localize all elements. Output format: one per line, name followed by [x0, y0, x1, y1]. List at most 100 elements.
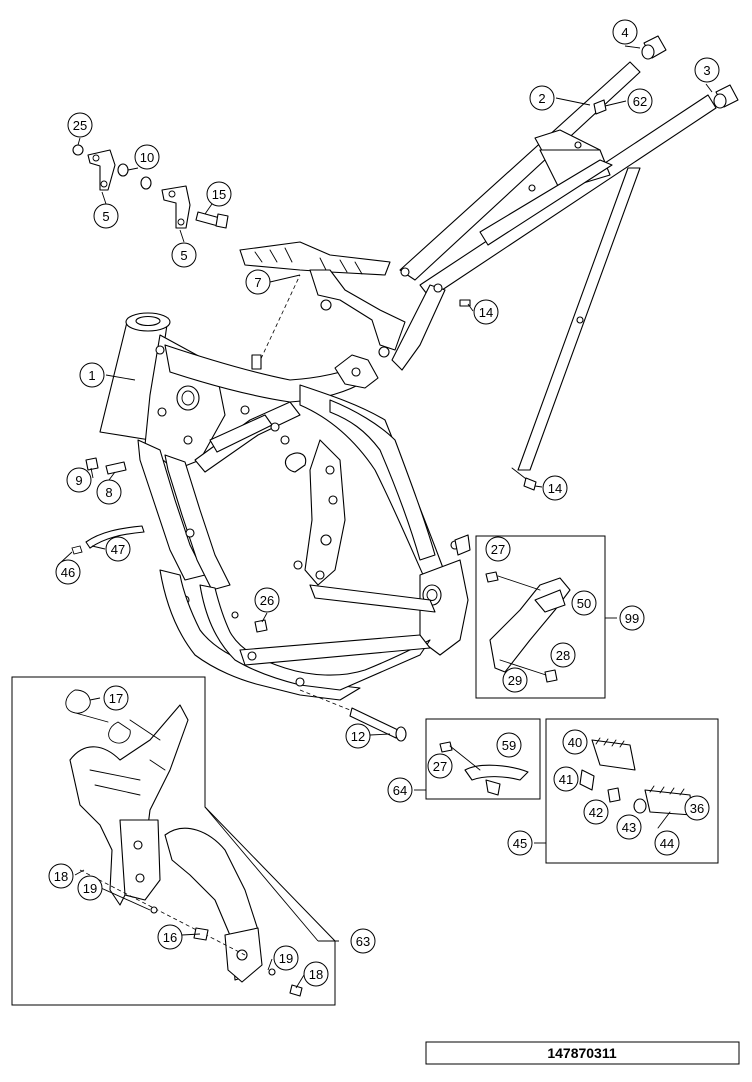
callout-label: 8	[105, 485, 112, 500]
callout-circle	[507, 830, 533, 856]
callout-99: 99	[619, 605, 645, 631]
callout-circle	[273, 945, 299, 971]
callout-circle	[654, 830, 680, 856]
callout-label: 50	[577, 596, 591, 611]
callout-circle	[502, 667, 528, 693]
callout-circle	[550, 642, 576, 668]
callout-circle	[254, 587, 280, 613]
callout-layer: 1234557891012141415161718181919252627272…	[48, 19, 720, 987]
callout-label: 5	[102, 209, 109, 224]
subframe-drawing	[391, 35, 739, 491]
bracket-7-drawing	[239, 241, 406, 370]
callout-circle	[529, 85, 555, 111]
callout-7: 7	[245, 269, 271, 295]
callout-circle	[387, 777, 413, 803]
callout-64: 64	[387, 777, 413, 803]
kit-64-drawing	[439, 741, 529, 796]
callout-label: 14	[479, 305, 493, 320]
kit-45-drawing	[579, 737, 693, 829]
callout-circle	[171, 242, 197, 268]
callout-50: 50	[571, 590, 597, 616]
callout-19: 19	[273, 945, 299, 971]
callout-label: 1	[88, 368, 95, 383]
callout-label: 26	[260, 593, 274, 608]
kit-99-drawing	[485, 571, 571, 683]
callout-circle	[619, 605, 645, 631]
callout-label: 99	[625, 611, 639, 626]
callout-circle	[542, 475, 568, 501]
callout-circle	[157, 924, 183, 950]
callout-circle	[616, 814, 642, 840]
callout-3: 3	[694, 57, 720, 83]
callout-14: 14	[473, 299, 499, 325]
callout-label: 63	[356, 934, 370, 949]
callout-circle	[206, 181, 232, 207]
callout-27: 27	[427, 753, 453, 779]
callout-8: 8	[96, 479, 122, 505]
callout-circle	[77, 875, 103, 901]
callout-label: 19	[279, 951, 293, 966]
callout-label: 28	[556, 648, 570, 663]
callout-43: 43	[616, 814, 642, 840]
callout-circle	[66, 467, 92, 493]
callout-label: 7	[254, 275, 261, 290]
callout-circle	[485, 536, 511, 562]
callout-label: 46	[61, 565, 75, 580]
callout-label: 18	[309, 967, 323, 982]
callout-42: 42	[583, 799, 609, 825]
callout-label: 64	[393, 783, 407, 798]
callout-44: 44	[654, 830, 680, 856]
callout-26: 26	[254, 587, 280, 613]
callout-label: 45	[513, 836, 527, 851]
callout-label: 43	[622, 820, 636, 835]
callout-25: 25	[67, 112, 93, 138]
callout-circle	[473, 299, 499, 325]
callout-63: 63	[350, 928, 376, 954]
callout-label: 18	[54, 869, 68, 884]
callout-label: 2	[538, 91, 545, 106]
callout-label: 47	[111, 542, 125, 557]
callout-label: 42	[589, 805, 603, 820]
callout-9: 9	[66, 467, 92, 493]
callout-label: 62	[633, 94, 647, 109]
small-front-parts-drawing	[71, 457, 145, 555]
callout-label: 4	[621, 25, 628, 40]
callout-label: 12	[351, 729, 365, 744]
callout-circle	[571, 590, 597, 616]
callout-label: 17	[109, 691, 123, 706]
callout-18: 18	[48, 863, 74, 889]
callout-circle	[627, 88, 653, 114]
callout-47: 47	[105, 536, 131, 562]
callout-circle	[496, 732, 522, 758]
callout-circle	[562, 729, 588, 755]
frame-protector-drawing	[65, 689, 303, 997]
callout-label: 3	[703, 63, 710, 78]
callout-19: 19	[77, 875, 103, 901]
callout-circle	[103, 685, 129, 711]
callout-circle	[96, 479, 122, 505]
callout-59: 59	[496, 732, 522, 758]
callout-circle	[55, 559, 81, 585]
drawing-number-block: 147870311	[425, 1041, 740, 1065]
callout-label: 36	[690, 801, 704, 816]
callout-40: 40	[562, 729, 588, 755]
callout-14: 14	[542, 475, 568, 501]
main-frame-drawing	[99, 312, 471, 701]
callout-5: 5	[171, 242, 197, 268]
callout-36: 36	[684, 795, 710, 821]
callout-46: 46	[55, 559, 81, 585]
kit-boxes	[11, 535, 719, 1006]
callout-17: 17	[103, 685, 129, 711]
callout-label: 5	[180, 248, 187, 263]
link-parts-drawing	[72, 144, 229, 229]
callout-15: 15	[206, 181, 232, 207]
callout-label: 44	[660, 836, 674, 851]
drawing-number: 147870311	[547, 1045, 617, 1061]
callout-label: 19	[83, 881, 97, 896]
callout-circle	[350, 928, 376, 954]
callout-circle	[303, 961, 329, 987]
callout-label: 27	[491, 542, 505, 557]
callout-label: 59	[502, 738, 516, 753]
